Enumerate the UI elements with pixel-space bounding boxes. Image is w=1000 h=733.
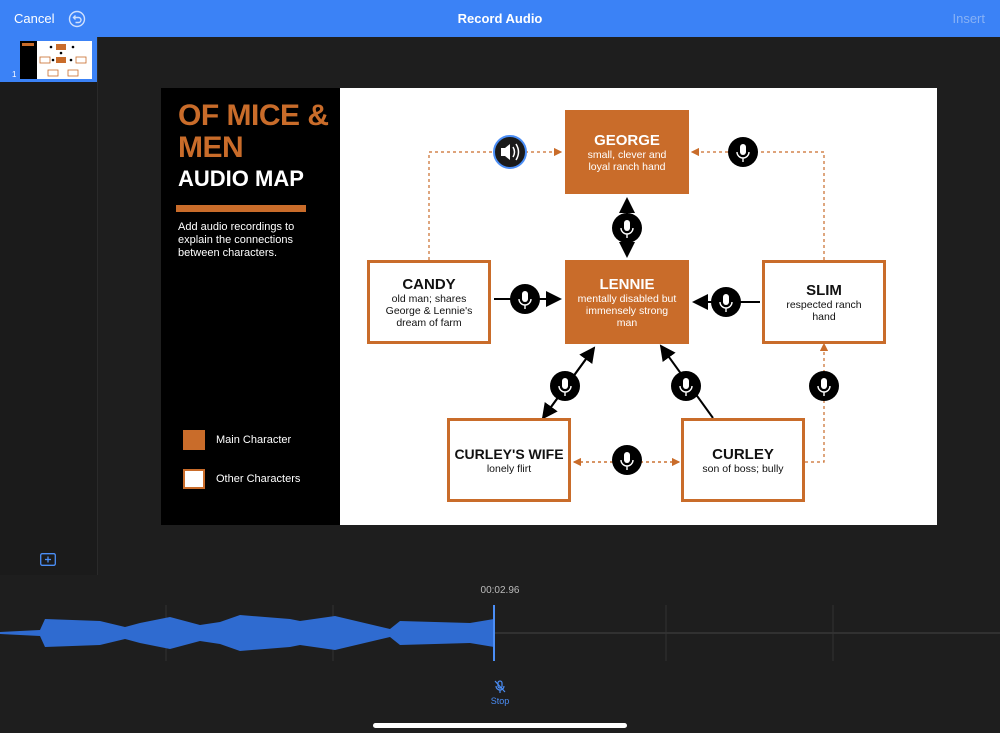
home-indicator[interactable] [373, 723, 627, 728]
mic-off-icon [494, 680, 506, 693]
node-candy: CANDY old man; shares George & Lennie's … [367, 260, 491, 344]
slide-number: 1 [12, 70, 17, 79]
microphone-icon[interactable] [728, 137, 758, 167]
slide-title-panel: OF MICE & MEN AUDIO MAP Add audio record… [161, 88, 340, 525]
node-lennie: LENNIE mentally disabled but immensely s… [565, 260, 689, 344]
node-desc: mentally disabled but immensely strong m… [577, 292, 677, 329]
slide-thumbnail[interactable] [20, 41, 92, 79]
stop-label: Stop [490, 696, 510, 706]
speaker-icon[interactable] [493, 135, 527, 169]
microphone-icon[interactable] [510, 284, 540, 314]
legend-other-label: Other Characters [216, 473, 301, 485]
node-george: GEORGE small, clever and loyal ranch han… [565, 110, 689, 194]
slide-sidebar: 1 [0, 37, 98, 575]
insert-button[interactable]: Insert [952, 11, 985, 26]
microphone-icon[interactable] [550, 371, 580, 401]
node-slim: SLIM respected ranch hand [762, 260, 886, 344]
recording-time: 00:02.96 [480, 585, 520, 596]
slide-title: OF MICE & MEN [178, 99, 329, 164]
node-desc: small, clever and loyal ranch hand [587, 148, 667, 173]
node-name: GEORGE [594, 131, 660, 149]
page-title: Record Audio [457, 11, 543, 26]
microphone-icon[interactable] [711, 287, 741, 317]
node-curley: CURLEY son of boss; bully [681, 418, 805, 502]
audio-recorder-panel: 00:02.96 Stop [0, 575, 1000, 733]
audio-waveform[interactable] [0, 605, 1000, 665]
legend-main-label: Main Character [216, 434, 292, 446]
undo-icon[interactable] [68, 10, 86, 28]
node-desc: old man; shares George & Lennie's dream … [385, 292, 473, 329]
microphone-icon[interactable] [612, 213, 642, 243]
add-slide-icon[interactable] [40, 553, 56, 566]
node-desc: son of boss; bully [702, 462, 784, 475]
top-bar: Cancel Record Audio Insert [0, 0, 1000, 37]
node-name: LENNIE [599, 275, 655, 293]
stop-button[interactable]: Stop [480, 680, 520, 706]
legend-other-swatch [183, 469, 205, 489]
slide-canvas[interactable]: OF MICE & MEN AUDIO MAP Add audio record… [161, 88, 937, 525]
node-name: SLIM [806, 281, 842, 299]
connection-map [428, 135, 839, 475]
node-name: CANDY [402, 275, 456, 293]
slide-subtitle: AUDIO MAP [178, 166, 304, 191]
microphone-icon[interactable] [671, 371, 701, 401]
microphone-icon[interactable] [612, 445, 642, 475]
title-divider [176, 205, 306, 212]
node-name: CURLEY [712, 445, 774, 463]
node-curleys-wife: CURLEY'S WIFE lonely flirt [447, 418, 571, 502]
node-desc: respected ranch hand [786, 298, 862, 323]
node-name: CURLEY'S WIFE [454, 445, 564, 462]
node-desc: lonely flirt [486, 462, 532, 475]
slide-description: Add audio recordings to explain the conn… [178, 221, 295, 259]
cancel-button[interactable]: Cancel [14, 11, 55, 26]
microphone-icon[interactable] [809, 371, 839, 401]
thumbnail-preview-icon [20, 41, 87, 79]
legend-main-swatch [183, 430, 205, 450]
slide-thumbnail-selected[interactable]: 1 [0, 37, 97, 82]
